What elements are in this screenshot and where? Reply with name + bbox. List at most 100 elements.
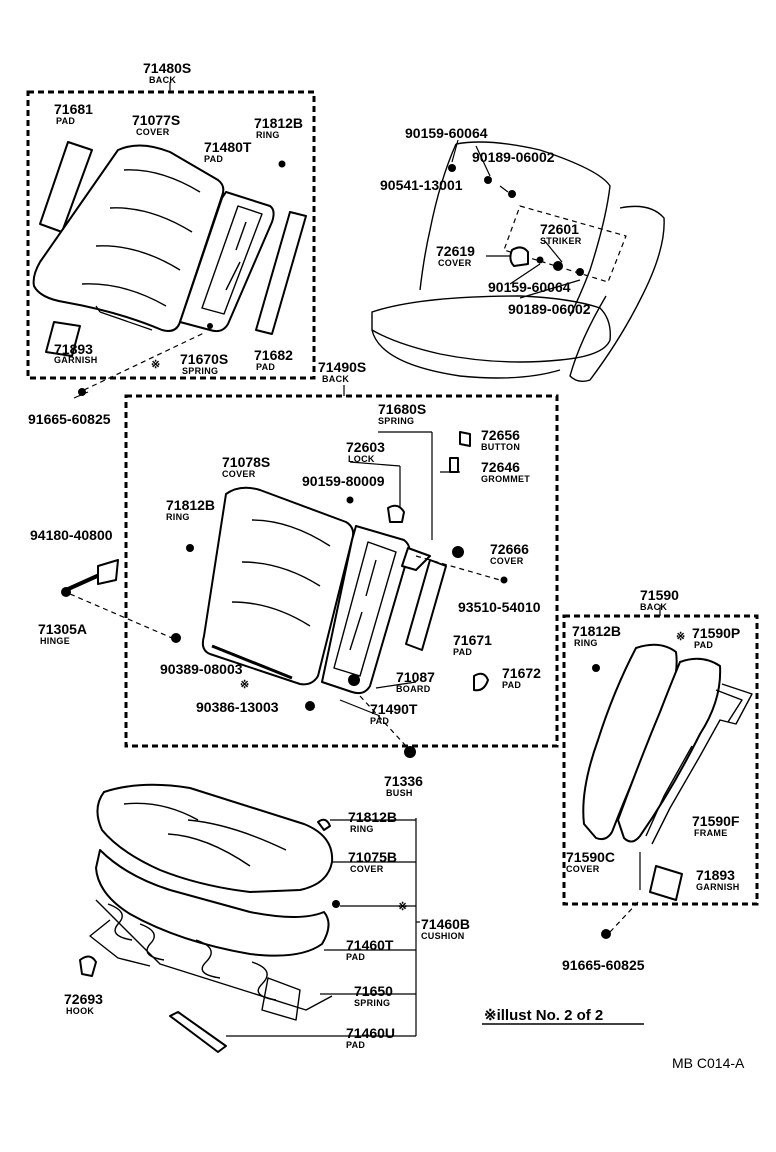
label-91665-a-number: 91665-60825 — [28, 411, 111, 427]
label-94180-number: 94180-40800 — [30, 527, 113, 543]
label-71087-sub: BOARD — [396, 684, 431, 694]
label-71087-number: 71087 — [396, 669, 435, 685]
label-90159-60064-b-number: 90159-60064 — [488, 279, 571, 295]
pad-71671-shape — [405, 559, 447, 651]
label-72619-sub: COVER — [438, 258, 472, 268]
pad-71480t-shape — [179, 191, 275, 333]
label-71812b-c-number: 71812B — [572, 623, 621, 639]
board-71087-shape — [401, 547, 431, 571]
label-71682-sub: PAD — [256, 362, 275, 372]
pad-71682-shape — [255, 211, 307, 335]
asterisk-mark-3: ※ — [676, 631, 685, 643]
label-71812b-d-sub: RING — [350, 824, 374, 834]
label-71681-number: 71681 — [54, 101, 93, 117]
label-71812b-b-number: 71812B — [166, 497, 215, 513]
group-71460b-number: 71460B — [421, 916, 470, 932]
group-71590-sub: BACK — [640, 602, 667, 612]
label-71480t-sub: PAD — [204, 154, 223, 164]
label-71480t-number: 71480T — [204, 139, 252, 155]
label-71671-number: 71671 — [453, 632, 492, 648]
label-93510-number: 93510-54010 — [458, 599, 541, 615]
seat-outline-shape — [371, 141, 665, 383]
label-71460t-number: 71460T — [346, 937, 394, 953]
label-71590f-sub: FRAME — [694, 828, 728, 838]
diagram-code: MB C014-A — [672, 1055, 745, 1071]
label-72601-sub: STRIKER — [540, 236, 582, 246]
label-71336-sub: BUSH — [386, 788, 413, 798]
label-71812b-d-number: 71812B — [348, 809, 397, 825]
label-71893-b-sub: GARNISH — [696, 882, 740, 892]
label-71671-sub: PAD — [453, 647, 472, 657]
label-72646-number: 72646 — [481, 459, 520, 475]
label-71893-a-sub: GARNISH — [54, 355, 98, 365]
label-71077s-number: 71077S — [132, 112, 180, 128]
label-71460u-number: 71460U — [346, 1025, 395, 1041]
group-71460b-sub: CUSHION — [421, 931, 465, 941]
label-71682-number: 71682 — [254, 347, 293, 363]
cover-71077s-shape — [32, 144, 225, 332]
group-71480s-sub: BACK — [149, 75, 176, 85]
label-71590c-number: 71590C — [566, 849, 615, 865]
label-71681-sub: PAD — [56, 116, 75, 126]
label-71590f-number: 71590F — [692, 813, 740, 829]
label-72666-number: 72666 — [490, 541, 529, 557]
label-71650-sub: SPRING — [354, 998, 390, 1008]
label-71077s-sub: COVER — [136, 127, 170, 137]
label-90386-number: 90386-13003 — [196, 699, 279, 715]
label-71460t-sub: PAD — [346, 952, 365, 962]
label-71812b-a-sub: RING — [256, 130, 280, 140]
pad-71460t-shape — [95, 849, 330, 957]
label-72693-sub: HOOK — [66, 1006, 94, 1016]
cover-72619-shape — [509, 246, 529, 267]
group-71480s-number: 71480S — [143, 60, 191, 76]
asterisk-mark-4: ※ — [398, 901, 407, 913]
label-71590p-sub: PAD — [694, 640, 713, 650]
label-90159-60064-a-number: 90159-60064 — [405, 125, 488, 141]
spring-71650-shape — [89, 899, 333, 1021]
label-71460u-sub: PAD — [346, 1040, 365, 1050]
label-72656-sub: BUTTON — [481, 442, 520, 452]
label-71078s-sub: COVER — [222, 469, 256, 479]
label-72646-sub: GROMMET — [481, 474, 530, 484]
label-71672-sub: PAD — [502, 680, 521, 690]
group-71490s-sub: BACK — [322, 374, 349, 384]
group-box-71590 — [562, 614, 759, 906]
label-71812b-a-number: 71812B — [254, 115, 303, 131]
cover-71590c-shape — [582, 643, 678, 841]
asterisk-mark-2: ※ — [240, 679, 249, 691]
label-71650-number: 71650 — [354, 983, 393, 999]
label-90389-number: 90389-08003 — [160, 661, 243, 677]
label-91665-b-number: 91665-60825 — [562, 957, 645, 973]
label-71670s-number: 71670S — [180, 351, 228, 367]
frame-71590f-shape — [645, 683, 753, 845]
pad-71672-shape — [473, 672, 489, 692]
label-90189-06002-a-number: 90189-06002 — [472, 149, 555, 165]
group-box-71480s — [26, 90, 316, 380]
cover-71075b-shape — [96, 783, 334, 893]
garnish-71893-a-shape — [45, 321, 81, 357]
label-71075b-sub: COVER — [350, 864, 384, 874]
garnish-71893-b-shape — [649, 865, 683, 901]
pad-71490t-shape — [321, 525, 411, 695]
asterisk-mark-1: ※ — [151, 359, 160, 371]
label-72666-sub: COVER — [490, 556, 524, 566]
label-71075b-number: 71075B — [348, 849, 397, 865]
label-71680s-number: 71680S — [378, 401, 426, 417]
cover-71078s-shape — [201, 486, 355, 686]
label-90159-80009-number: 90159-80009 — [302, 473, 385, 489]
label-72656-number: 72656 — [481, 427, 520, 443]
label-90189-06002-b-number: 90189-06002 — [508, 301, 591, 317]
label-90541-number: 90541-13001 — [380, 177, 463, 193]
pad-71460u-shape — [169, 1011, 227, 1053]
label-71680s-sub: SPRING — [378, 416, 414, 426]
group-71490s-number: 71490S — [318, 359, 366, 375]
group-box-71490s — [124, 394, 559, 748]
illustration-note: ※illust No. 2 of 2 — [484, 1007, 603, 1024]
label-71590p-number: 71590P — [692, 625, 740, 641]
label-71812b-c-sub: RING — [574, 638, 598, 648]
label-71812b-b-sub: RING — [166, 512, 190, 522]
label-71305a-sub: HINGE — [40, 636, 70, 646]
label-71336-number: 71336 — [384, 773, 423, 789]
label-72693-number: 72693 — [64, 991, 103, 1007]
